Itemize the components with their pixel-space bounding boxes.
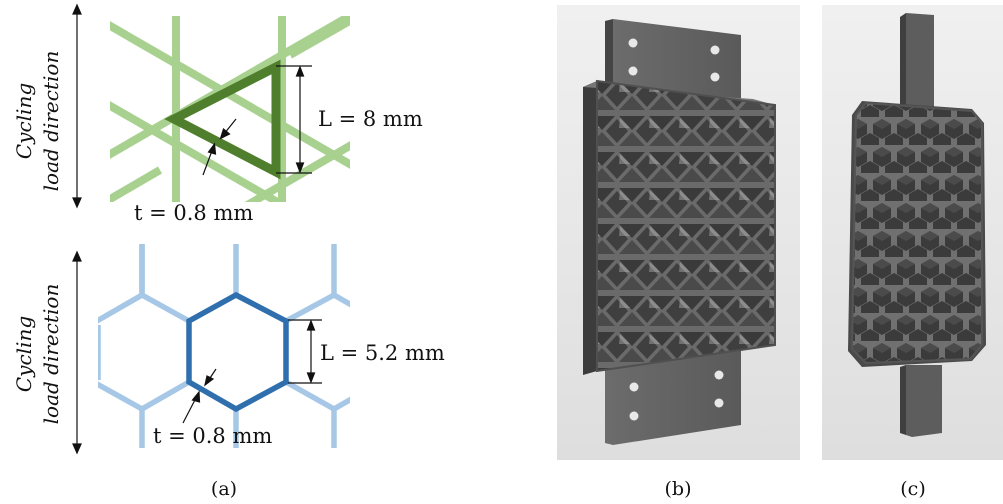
bolt-hole [628, 38, 638, 48]
triangle-lattice-core [597, 81, 775, 371]
caption-b: (b) [664, 478, 692, 500]
bolt-hole [628, 66, 638, 76]
triangle-light-strut [244, 141, 350, 202]
triangle-unit-cell [164, 59, 281, 180]
triangle-length-label: L = 8 mm [318, 107, 423, 131]
lattice-body-side [583, 81, 597, 375]
bolt-hole [629, 382, 639, 392]
hexagon-lattice-diagram [72, 244, 350, 455]
panel-c-hexagon-specimen-render: (c) [818, 0, 1003, 504]
hexagon-specimen-image [848, 13, 986, 437]
bolt-hole [710, 72, 720, 82]
triangle-light-strut [110, 16, 350, 159]
hexagon-specimen-render [822, 5, 1003, 460]
hexagon-light-wall [139, 379, 191, 448]
hexagon-light-wall [284, 379, 337, 448]
caption-c: (c) [900, 478, 926, 500]
bottom-grip-tab [906, 365, 942, 437]
hexagon-thickness-label: t = 0.8 mm [153, 424, 273, 448]
bolt-hole [710, 45, 720, 55]
triangle-specimen-render [557, 5, 800, 460]
panel-a-lattice-schematics: Cycling load direction L = 8 mm t = 0.8 … [0, 0, 500, 504]
triangle-thickness-label: t = 0.8 mm [134, 201, 254, 225]
panel-b-triangle-specimen-render: (b) [557, 0, 800, 504]
hexagon-load-direction-label: Cycling load direction [11, 254, 67, 454]
triangle-specimen-image [583, 19, 776, 445]
hexagon-lattice-core [852, 103, 982, 363]
caption-a: (a) [210, 478, 238, 500]
hexagon-length-label: L = 5.2 mm [320, 341, 445, 365]
triangle-light-strut [110, 166, 163, 202]
bolt-hole [714, 398, 724, 408]
triangle-lattice-diagram [72, 3, 350, 209]
load-label-line1: Cycling [12, 315, 36, 393]
bolt-hole [629, 411, 639, 421]
load-label-line2: load direction [39, 283, 63, 425]
triangle-light-strut [288, 16, 350, 59]
hexagon-light-wall [98, 381, 144, 412]
hexagon-light-wall [332, 396, 350, 412]
bottom-grip-tab [605, 345, 741, 445]
bolt-hole [714, 370, 724, 380]
hexagon-light-wall [98, 244, 145, 324]
hexagon-light-wall [332, 292, 350, 308]
hexagon-unit-cell [186, 291, 289, 413]
hexagon-light-wall [284, 244, 337, 324]
top-grip-tab [906, 13, 934, 109]
hexagon-light-wall [140, 292, 191, 324]
